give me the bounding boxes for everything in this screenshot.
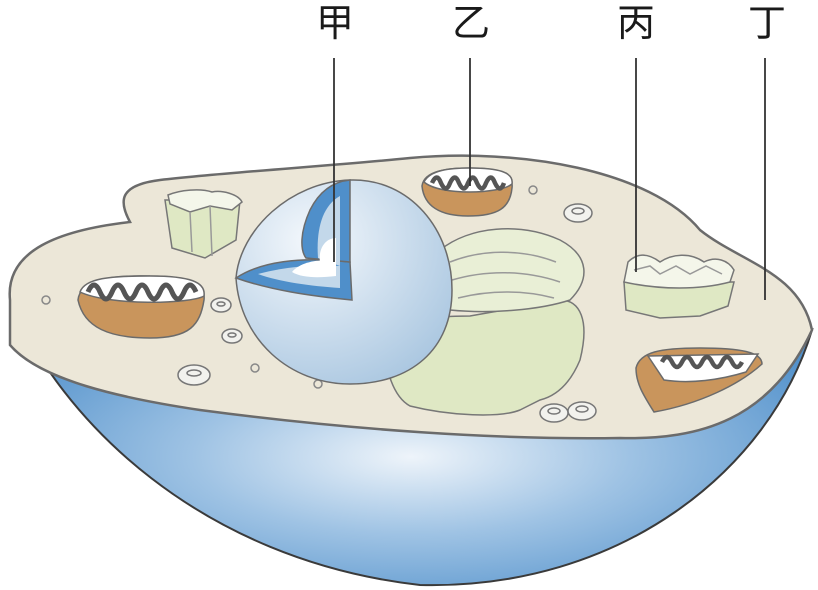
ribosome-rings: [177, 203, 597, 423]
label-ding: 丁: [748, 1, 787, 45]
label-yi: 乙: [452, 1, 491, 45]
mitochondrion-yi: [421, 167, 513, 217]
label-jia: 甲: [316, 1, 355, 45]
label-bing: 丙: [617, 1, 656, 45]
golgi-bing: [623, 254, 735, 319]
mitochondrion-right: [635, 347, 763, 413]
leader-lines: [333, 58, 766, 300]
endoplasmic-reticulum: [355, 228, 585, 416]
mitochondrion-left: [77, 275, 205, 339]
centriole-block: [164, 189, 243, 259]
